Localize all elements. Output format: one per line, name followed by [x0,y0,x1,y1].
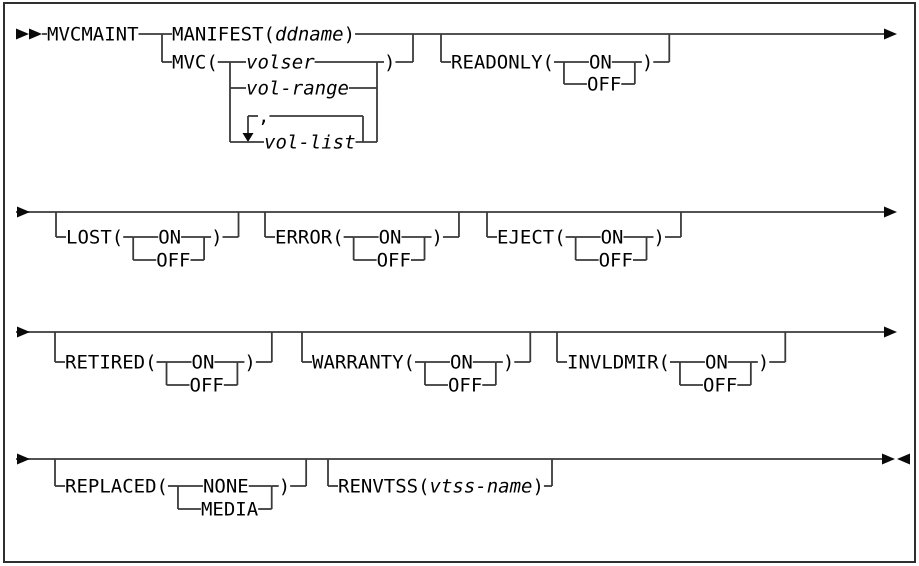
variable-label: vol-range [246,78,349,100]
right-arrowhead-icon [884,206,897,218]
paren-label: ) [432,227,443,249]
option-label: OFF [377,250,411,272]
keyword-label: MVC( [172,52,218,74]
command-keyword: MVCMAINT [47,24,139,46]
group-readonly: READONLY( ON) OFF [440,34,671,96]
paren-label: ) [758,352,769,374]
option-label: ON [192,352,215,374]
group-retired: RETIRED( ON) OFF [54,332,273,397]
variable-label: ddname [275,24,344,46]
option-label: ON [589,52,612,74]
keyword-label: MANIFEST( [172,24,275,46]
option-label: ON [450,352,473,374]
variable-label: vtss-name [430,476,533,498]
keyword-label: RENVTSS( [338,476,430,498]
group-replaced: REPLACED( NONE) MEDIA [54,459,308,521]
variable-label: volser [246,52,315,74]
group-renvtss: RENVTSS(vtss-name) [327,459,553,498]
keyword-label: RETIRED( [65,352,157,374]
group-eject: EJECT( ON) OFF [486,212,682,272]
paren-label: ) [532,476,543,498]
option-label: OFF [587,74,621,96]
keyword-label: READONLY( [451,52,554,74]
option-label: OFF [599,250,633,272]
group-invldmir: INVLDMIR( ON) OFF [556,332,787,397]
group-error: ERROR( ON) OFF [264,212,460,272]
right-arrowhead-icon [884,326,897,338]
row-4-main-rail [16,453,910,465]
keyword-label: EJECT( [497,227,566,249]
separator-label: , [258,106,269,128]
option-label: OFF [703,375,737,397]
left-arrowhead-icon [897,453,910,465]
keyword-label: WARRANTY( [312,352,415,374]
group-warranty: WARRANTY( ON) OFF [301,332,532,397]
option-label: ON [705,352,728,374]
right-arrowhead-icon [17,453,30,465]
group-vol-list-loop: , vol-list [230,106,377,154]
right-arrowhead-icon [882,453,895,465]
variable-label: vol-list [264,132,356,154]
group-mvc-branch: MVC( volser) vol-range [162,52,413,142]
paren-label: ) [503,352,514,374]
paren-label: ) [244,352,255,374]
paren-label: ) [654,227,665,249]
paren-label: ) [344,24,355,46]
option-label: OFF [190,375,224,397]
right-arrowhead-icon [29,28,42,40]
right-arrowhead-icon [884,28,897,40]
paren-label: ) [211,227,222,249]
keyword-label: ERROR( [275,227,344,249]
keyword-label: REPLACED( [65,476,168,498]
option-label: ON [601,227,624,249]
keyword-label: LOST( [66,227,123,249]
option-label: MEDIA [201,499,259,521]
option-label: ON [158,227,181,249]
figure-border [3,2,916,563]
paren-label: ) [642,52,653,74]
option-label: OFF [156,250,190,272]
keyword-label: INVLDMIR( [567,352,670,374]
right-arrowhead-icon [17,206,30,218]
option-label: ON [379,227,402,249]
group-lost: LOST( ON) OFF [55,212,240,272]
row-1-main-rail: MVCMAINT MANIFEST(ddname) [16,24,897,62]
option-label: OFF [448,375,482,397]
paren-label: ) [279,476,290,498]
row-2-main-rail [16,206,897,218]
figure-border-rect [3,2,916,563]
row-3-main-rail [16,326,897,338]
right-arrowhead-icon [16,28,29,40]
down-arrowhead-icon [242,133,254,142]
paren-label: ) [384,52,395,74]
option-label: NONE [203,476,249,498]
right-arrowhead-icon [17,326,30,338]
